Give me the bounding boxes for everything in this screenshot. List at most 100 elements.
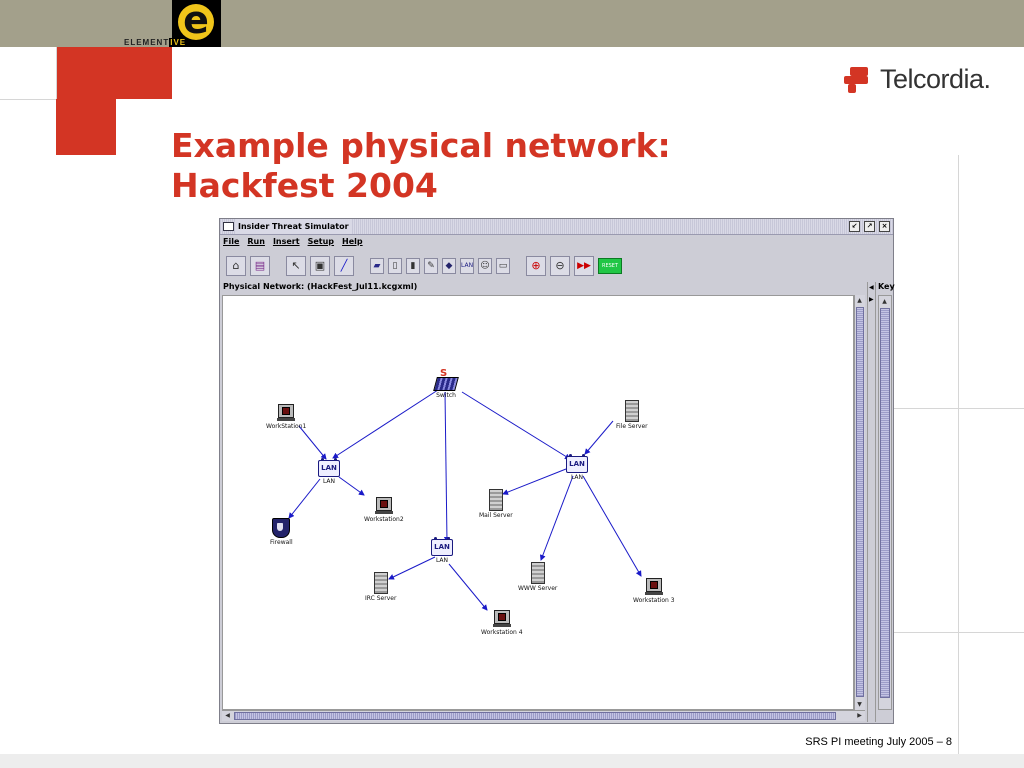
decor-square: [56, 47, 116, 99]
node-lan-left[interactable]: LAN LAN: [318, 458, 340, 485]
footer-band: [0, 754, 1024, 768]
telcordia-mark-icon: [842, 65, 874, 95]
person-tool-icon[interactable]: ☺: [478, 258, 492, 274]
decor-square: [0, 99, 56, 155]
lan-tool-icon[interactable]: LAN: [460, 258, 474, 274]
network-canvas[interactable]: S Switch WorkStation1 LAN LAN Firewall W…: [222, 295, 854, 710]
node-lan-center[interactable]: LAN LAN: [431, 537, 453, 564]
canvas-vertical-scrollbar[interactable]: ▲ ▼: [854, 295, 865, 710]
note-tool-icon[interactable]: ✎: [424, 258, 438, 274]
toolbar: ⌂ ▤ ↖ ▣ ╱ ▰ ▯ ▮ ✎ ◆ LAN ☺ ▭ ⊕ ⊖ ▶▶ RESET: [226, 252, 888, 280]
edge-switch-lancenter: [443, 391, 450, 543]
zoom-out-icon[interactable]: ⊖: [550, 256, 570, 276]
workstation-icon: [277, 404, 296, 422]
node-mail-server[interactable]: Mail Server: [479, 489, 513, 519]
node-workstation4[interactable]: Workstation 4: [481, 610, 523, 636]
lan-icon: LAN: [566, 454, 588, 473]
key-scroll-up-icon[interactable]: ▲: [882, 298, 887, 305]
scroll-right-icon[interactable]: ▶: [857, 712, 862, 719]
node-www-server[interactable]: WWW Server: [518, 562, 557, 592]
key-scroll-thumb[interactable]: [880, 308, 890, 698]
edge-switch-lanleft: [332, 387, 442, 459]
telcordia-logo: Telcordia.: [842, 64, 991, 95]
firewall-shield-icon: [272, 518, 291, 538]
node-switch[interactable]: Switch: [433, 377, 459, 399]
node-lan-right[interactable]: LAN LAN: [566, 454, 588, 481]
element-logo: e: [172, 0, 221, 47]
window-title: Insider Threat Simulator: [236, 219, 351, 234]
menu-insert[interactable]: Insert: [272, 237, 300, 246]
split-right-icon[interactable]: ▶: [869, 296, 874, 303]
close-icon[interactable]: ×: [879, 221, 890, 232]
key-panel[interactable]: ▲: [878, 295, 892, 710]
workstation-icon: [644, 578, 663, 596]
server-icon: [624, 400, 639, 422]
server-tool-icon[interactable]: ▮: [406, 258, 420, 274]
decor-line: [0, 99, 56, 100]
maximize-icon[interactable]: ↗: [864, 221, 875, 232]
workstation-icon[interactable]: ▣: [310, 256, 330, 276]
menu-help[interactable]: Help: [342, 237, 363, 246]
decor-square: [56, 99, 116, 155]
key-panel-title: Key: [878, 282, 895, 291]
zoom-in-icon[interactable]: ⊕: [526, 256, 546, 276]
scroll-down-icon[interactable]: ▼: [857, 701, 862, 708]
scroll-up-icon[interactable]: ▲: [857, 297, 862, 304]
server-icon: [373, 572, 388, 594]
firewall-tool-icon[interactable]: ◆: [442, 258, 456, 274]
decor-line: [894, 632, 1024, 633]
edge-switch-lanright: [461, 391, 571, 460]
switch-status-marker: S: [440, 368, 448, 379]
node-workstation2[interactable]: Workstation2: [364, 497, 404, 523]
edge-lanleft-ws2: [338, 476, 365, 496]
fast-forward-icon[interactable]: ▶▶: [574, 256, 594, 276]
horizontal-scroll-thumb[interactable]: [234, 712, 836, 720]
edge-lanleft-firewall: [288, 478, 321, 519]
reset-button[interactable]: RESET: [598, 258, 622, 274]
workstation-icon: [492, 610, 511, 628]
network-edges: [288, 387, 642, 611]
window-titlebar[interactable]: Insider Threat Simulator ↙ ↗ ×: [220, 219, 893, 235]
menu-setup[interactable]: Setup: [307, 237, 335, 246]
document-tool-icon[interactable]: ▯: [388, 258, 402, 274]
menu-run[interactable]: Run: [247, 237, 265, 246]
panel-splitter[interactable]: ◀ ▶: [867, 282, 876, 722]
app-window: Insider Threat Simulator ↙ ↗ × File Run …: [219, 218, 895, 724]
line-icon[interactable]: ╱: [334, 256, 354, 276]
scroll-left-icon[interactable]: ◀: [225, 712, 230, 719]
window-controls: ↙ ↗ ×: [849, 221, 890, 232]
node-irc-server[interactable]: IRC Server: [365, 572, 396, 602]
edge-lancenter-irc: [388, 556, 436, 580]
edge-ws1-lanleft: [298, 425, 327, 460]
edge-lanright-ws3: [582, 475, 642, 577]
lan-icon: LAN: [318, 458, 340, 477]
lan-icon: LAN: [431, 537, 453, 556]
node-workstation3[interactable]: Workstation 3: [633, 578, 675, 604]
e-logo-mark: e: [178, 1, 214, 40]
node-file-server[interactable]: File Server: [616, 400, 648, 430]
workstation-icon: [374, 497, 393, 515]
network-panel-title: Physical Network: (HackFest_Jul11.kcgxml…: [223, 282, 418, 291]
decor-line: [56, 47, 57, 99]
open-folder-icon[interactable]: ⌂: [226, 256, 246, 276]
menu-file[interactable]: File: [223, 237, 240, 246]
edge-lanright-www: [539, 475, 574, 561]
switch-tool-icon[interactable]: ▰: [370, 258, 384, 274]
canvas-horizontal-scrollbar[interactable]: ◀ ▶: [222, 710, 865, 721]
node-workstation1[interactable]: WorkStation1: [266, 404, 306, 430]
title-line-2: Hackfest 2004: [171, 166, 438, 205]
menu-bar: File Run Insert Setup Help: [220, 235, 893, 249]
telcordia-wordmark: Telcordia.: [880, 64, 991, 94]
pointer-icon[interactable]: ↖: [286, 256, 306, 276]
slide-title: Example physical network: Hackfest 2004: [171, 126, 671, 206]
split-left-icon[interactable]: ◀: [869, 284, 874, 291]
save-disk-icon[interactable]: ▤: [250, 256, 270, 276]
decor-line: [958, 155, 959, 754]
vertical-scroll-thumb[interactable]: [856, 307, 864, 697]
minimize-icon[interactable]: ↙: [849, 221, 860, 232]
edge-lanright-file: [584, 420, 614, 455]
node-firewall[interactable]: Firewall: [270, 518, 293, 546]
element-wordmark: ELEMENTIVE: [124, 38, 188, 47]
eraser-tool-icon[interactable]: ▭: [496, 258, 510, 274]
title-line-1: Example physical network:: [171, 126, 671, 165]
